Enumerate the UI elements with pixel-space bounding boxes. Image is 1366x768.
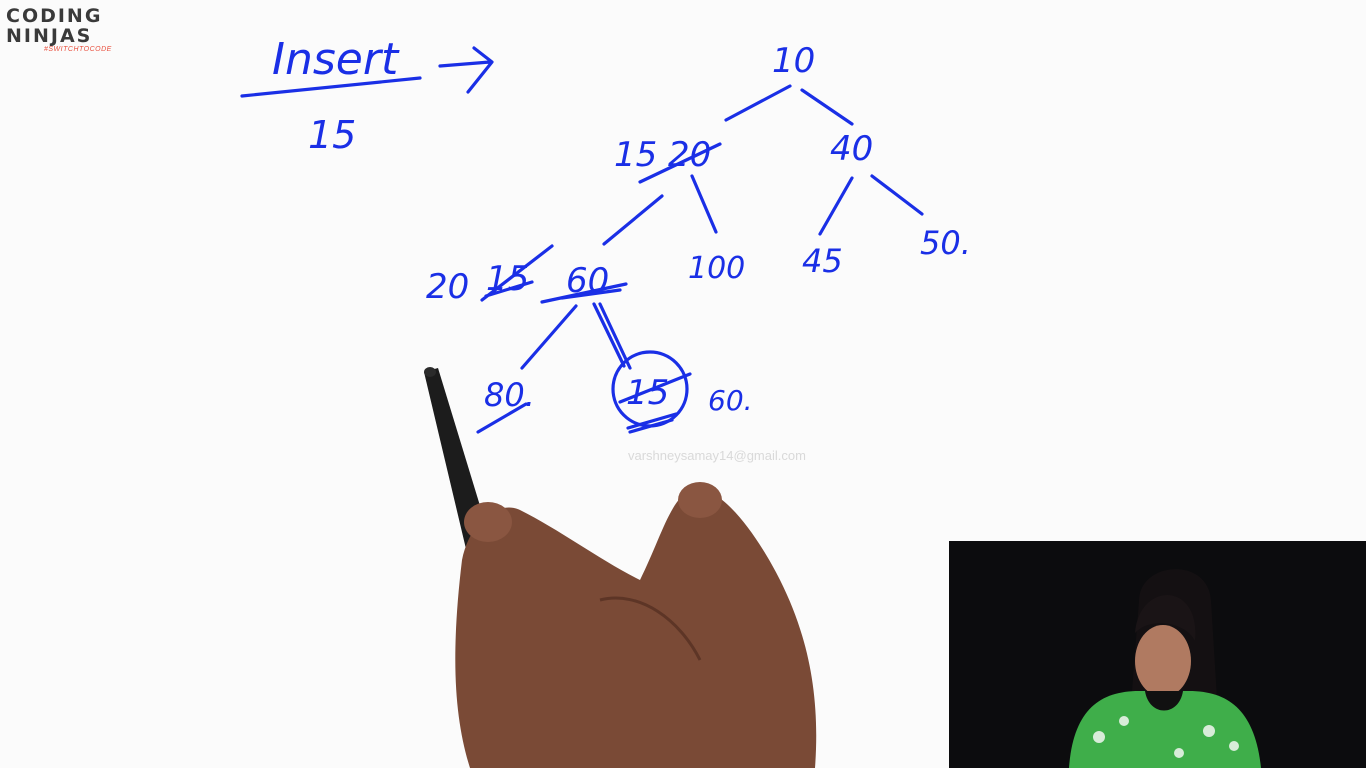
node-lvl3-b-note: 60. [708,384,753,417]
strike-lvl3-b [618,372,692,434]
logo-line-2: NINJAS [6,25,93,47]
arrow-icon [438,46,494,94]
node-lvl3-a: 80. [484,376,535,414]
heading-underline [240,76,422,98]
node-root: 10 [772,41,815,81]
presenter-video [949,541,1366,768]
node-lvl3-b: 15 [626,373,669,413]
tree-edges [520,84,924,370]
presenter-hand [424,367,817,768]
node-lvl2-b: 100 [688,251,745,286]
node-right: 40 [830,129,873,169]
node-left-new: 15 [614,135,657,175]
logo-tagline: #SWITCHTOCODE [44,46,112,53]
node-lvl2-d: 50. [920,224,971,262]
coding-ninjas-logo: CODING NINJAS #SWITCHTOCODE [6,6,116,56]
node-lvl2-c: 45 [802,242,843,280]
watermark-email: varshneysamay14@gmail.com [628,448,806,463]
presenter-figure [949,541,1366,768]
insert-value: 15 [308,113,356,157]
strike-lvl2-a [540,282,628,304]
heading-insert: Insert [272,34,400,85]
node-lvl2-a-new: 20 [426,267,469,307]
strike-left [638,142,722,184]
strike-lvl3-a [476,402,528,434]
strike-lvl2-old [480,244,554,302]
logo-line-1: CODING [6,5,103,27]
node-left: 20 [668,135,711,175]
